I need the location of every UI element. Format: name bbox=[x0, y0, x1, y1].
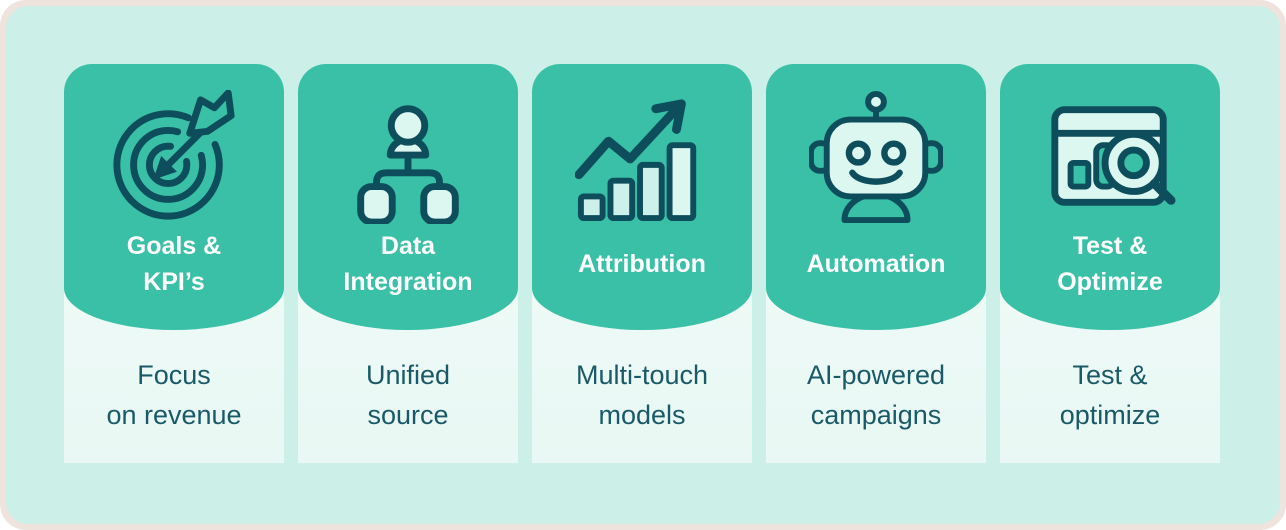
robot-icon bbox=[809, 90, 943, 224]
card-attribution: Attribution Multi-touch models bbox=[532, 64, 752, 463]
card-header: Goals & KPI’s bbox=[64, 64, 284, 330]
hierarchy-icon bbox=[357, 105, 459, 224]
card-title: Goals & KPI’s bbox=[126, 232, 222, 296]
growth-chart-icon bbox=[575, 99, 697, 222]
infographic-panel: Goals & KPI’s Focus on revenue bbox=[6, 6, 1280, 524]
card-subtitle: AI-powered campaigns bbox=[806, 360, 946, 430]
card-test-optimize: Test & Optimize Test & optimize bbox=[1000, 64, 1220, 463]
icon-container bbox=[64, 88, 284, 226]
icon-container bbox=[298, 88, 518, 226]
card-subtitle: Test & optimize bbox=[1059, 360, 1161, 430]
icon-container bbox=[1000, 88, 1220, 226]
cards-row: Goals & KPI’s Focus on revenue bbox=[64, 64, 1220, 463]
icon-container bbox=[532, 88, 752, 226]
card-subtitle: Unified source bbox=[365, 360, 451, 430]
magnifier-dashboard-icon bbox=[1051, 106, 1176, 206]
icon-container bbox=[766, 88, 986, 226]
card-subtitle: Focus on revenue bbox=[106, 360, 242, 430]
card-automation: Automation AI-powered campaigns bbox=[766, 64, 986, 463]
card-header: Attribution bbox=[532, 64, 752, 330]
card-data-integration: Data Integration Unified source bbox=[298, 64, 518, 463]
card-title: Attribution bbox=[578, 250, 706, 278]
card-header: Data Integration bbox=[298, 64, 518, 330]
card-title: Automation bbox=[806, 250, 946, 278]
card-header: Test & Optimize bbox=[1000, 64, 1220, 330]
card-title: Test & Optimize bbox=[1057, 232, 1163, 296]
card-title: Data Integration bbox=[343, 232, 473, 296]
card-goals-kpis: Goals & KPI’s Focus on revenue bbox=[64, 64, 284, 463]
card-header: Automation bbox=[766, 64, 986, 330]
target-icon bbox=[113, 90, 235, 220]
card-subtitle: Multi-touch models bbox=[575, 360, 709, 430]
